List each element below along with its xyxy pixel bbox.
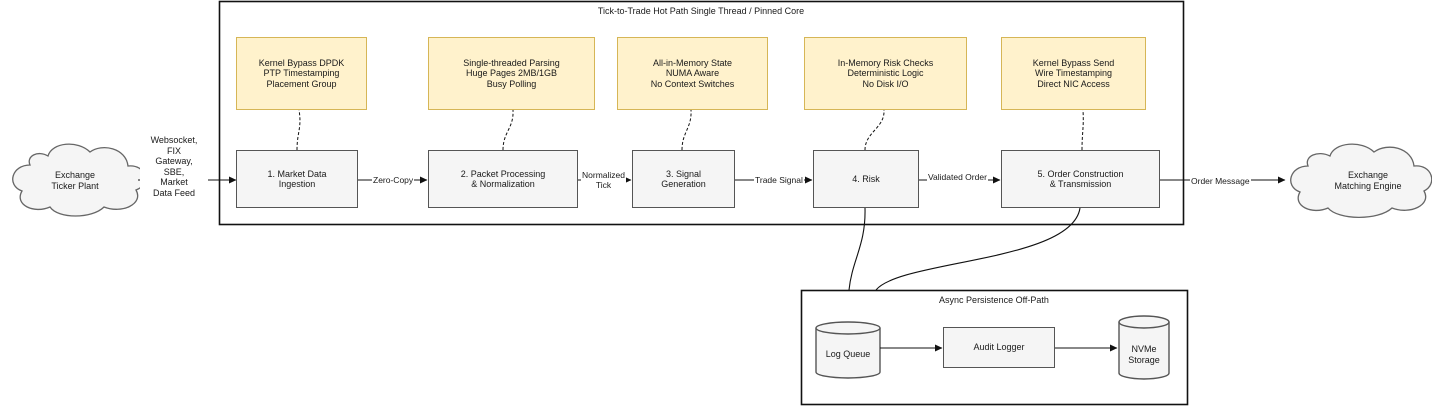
edge-label-trade-signal: Trade Signal [754, 175, 804, 185]
log-queue-label: Log Queue [825, 349, 871, 359]
async-persistence-title: Async Persistence Off-Path [939, 295, 1049, 305]
nvme-storage-label: NVMe Storage [1128, 344, 1160, 365]
nvme-storage-cylinder [1118, 315, 1170, 380]
order-to-async-curve [875, 207, 1081, 291]
note-signal: All-in-Memory State NUMA Aware No Contex… [617, 37, 768, 110]
async-persistence-container [800, 289, 1189, 406]
hot-path-title: Tick-to-Trade Hot Path Single Thread / P… [597, 6, 805, 16]
step-signal-generation: 3. Signal Generation [632, 150, 735, 208]
note-connector-3 [681, 109, 692, 151]
note-connector-4 [864, 109, 885, 151]
note-risk: In-Memory Risk Checks Deterministic Logi… [804, 37, 967, 110]
note-connector-5 [1081, 109, 1084, 151]
edge-label-zero-copy: Zero-Copy [372, 175, 415, 185]
note-connector-2 [502, 109, 514, 151]
audit-logger-box: Audit Logger [943, 327, 1055, 368]
hot-path-container [218, 0, 1185, 226]
note-ingestion: Kernel Bypass DPDK PTP Timestamping Plac… [236, 37, 367, 110]
risk-to-async-curve [848, 207, 866, 291]
step-market-data-ingestion: 1. Market Data Ingestion [236, 150, 358, 208]
log-queue-cylinder [815, 321, 881, 379]
ticker-plant-label: Exchange Ticker Plant [51, 170, 99, 191]
edge-label-order-message: Order Message [1190, 176, 1251, 186]
ticker-plant-cloud [12, 143, 146, 217]
note-connector-1 [296, 109, 301, 151]
feed-label: Websocket, FIX Gateway, SBE, Market Data… [140, 135, 208, 198]
note-processing: Single-threaded Parsing Huge Pages 2MB/1… [428, 37, 595, 110]
step-order-construction: 5. Order Construction & Transmission [1001, 150, 1160, 208]
note-order: Kernel Bypass Send Wire Timestamping Dir… [1001, 37, 1146, 110]
matching-engine-label: Exchange Matching Engine [1334, 170, 1402, 191]
matching-engine-cloud [1290, 143, 1432, 218]
step-packet-processing: 2. Packet Processing & Normalization [428, 150, 578, 208]
edge-label-normalized-tick: Normalized Tick [581, 170, 626, 190]
edge-label-validated-order: Validated Order [927, 172, 988, 182]
step-risk: 4. Risk [813, 150, 919, 208]
